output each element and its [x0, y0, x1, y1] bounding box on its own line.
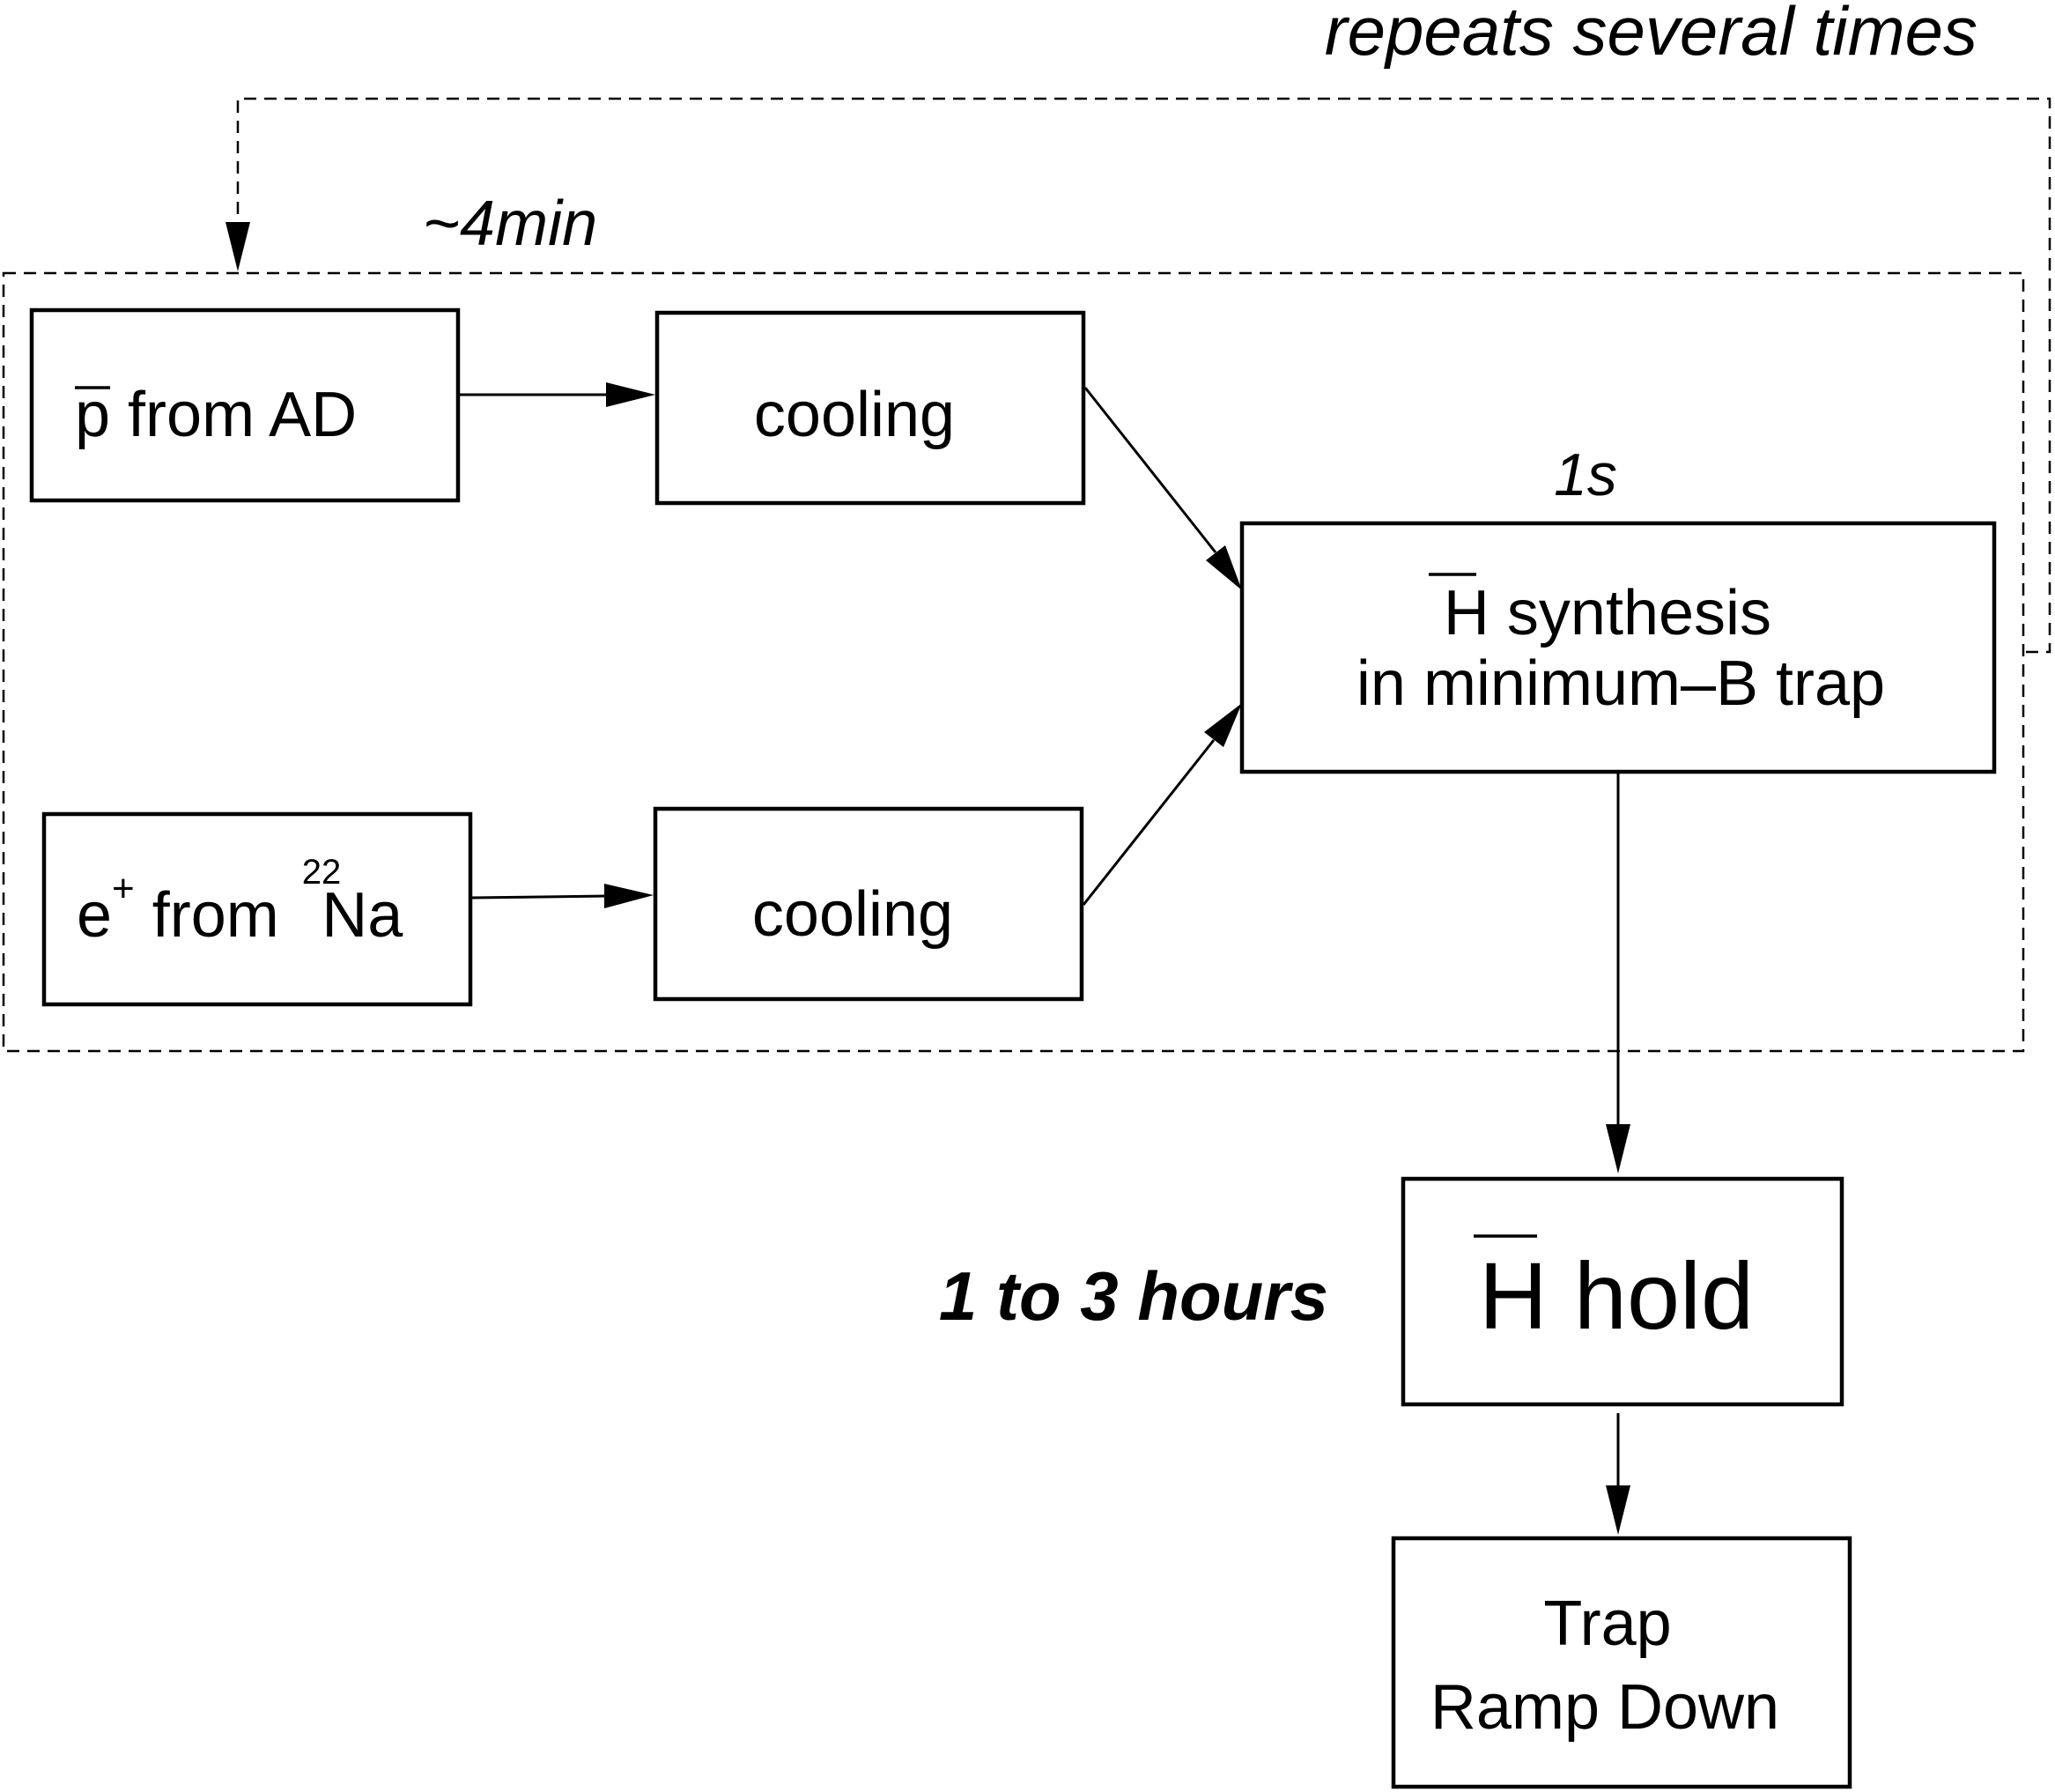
synthesis-box: H synthesis in minimum–B trap — [1239, 521, 1997, 774]
rampdown-line1-text: Trap — [1543, 1588, 1671, 1659]
svg-text:H hold: H hold — [1479, 1242, 1754, 1349]
svg-text:H synthesis: H synthesis — [1444, 578, 1771, 648]
repeat-feedback-arrowhead — [225, 222, 250, 271]
synthesis-line2-text: in minimum–B trap — [1356, 648, 1885, 719]
hold-symbol: H — [1479, 1242, 1548, 1349]
arrow-cooling-bottom-to-synthesis — [1082, 703, 1242, 906]
hold-label-text: hold — [1548, 1242, 1754, 1349]
cooling-box-top: cooling — [654, 310, 1086, 506]
arrow-antiproton-to-cooling — [460, 382, 655, 407]
arrow-positron-to-cooling — [471, 884, 654, 908]
positron-mid-text: from — [135, 880, 297, 951]
rampdown-line2-text: Ramp Down — [1430, 1672, 1779, 1743]
synthesis-line1-text: synthesis — [1490, 578, 1771, 648]
svg-text:cooling: cooling — [754, 380, 955, 450]
arrow-hold-to-rampdown — [1606, 1413, 1630, 1535]
antiproton-symbol: p — [75, 380, 110, 450]
antiproton-label-text: from AD — [110, 380, 357, 450]
sodium-isotope-number: 22 — [302, 853, 342, 892]
loop-time-annotation: ~4min — [423, 189, 597, 259]
synthesis-time-annotation: 1s — [1554, 441, 1617, 508]
positron-charge: + — [112, 867, 135, 910]
rampdown-box: Trap Ramp Down — [1391, 1536, 1852, 1789]
svg-text:cooling: cooling — [752, 879, 953, 950]
cooling-box-bottom: cooling — [653, 806, 1084, 1002]
svg-text:p from AD: p from AD — [75, 380, 357, 450]
sodium-element-symbol: Na — [322, 880, 403, 951]
repeat-annotation: repeats several times — [1325, 0, 1977, 70]
arrow-cooling-top-to-synthesis — [1083, 387, 1242, 590]
positron-symbol: e — [77, 880, 112, 951]
antiproton-source-box: p from AD — [29, 307, 461, 503]
hold-box: H hold — [1401, 1176, 1844, 1407]
synthesis-symbol: H — [1444, 578, 1490, 648]
arrow-synthesis-to-hold — [1606, 774, 1630, 1174]
hold-time-annotation: 1 to 3 hours — [939, 1257, 1328, 1335]
repeat-feedback-path — [236, 97, 2051, 654]
